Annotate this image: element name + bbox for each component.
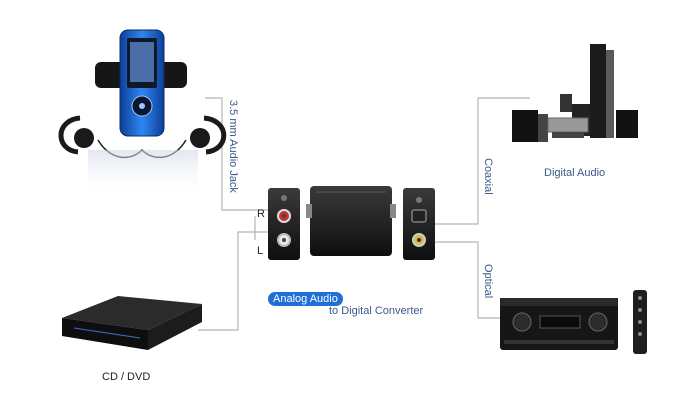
jack-label: 3.5 mm Audio Jack [227,100,239,193]
optical-label: Optical [482,264,494,299]
left-channel-label: L [257,245,264,257]
digital-audio-label: Digital Audio [544,167,606,179]
line-coaxial [432,97,530,225]
cd-dvd-player-illustration [62,296,202,350]
digital-audio-system-illustration [512,44,638,142]
converter-title-line2: to Digital Converter [329,305,424,317]
mp3-player-illustration [58,29,227,200]
line-jack [205,97,268,211]
line-optical [432,241,500,319]
cd-dvd-label: CD / DVD [102,371,151,383]
converter-illustration [268,186,435,260]
coaxial-label: Coaxial [482,158,494,195]
av-receiver-illustration [500,290,647,354]
converter-title-line1: Analog Audio [268,292,343,306]
connection-lines [198,97,530,331]
line-cd [198,231,268,331]
right-channel-label: R [257,208,265,220]
